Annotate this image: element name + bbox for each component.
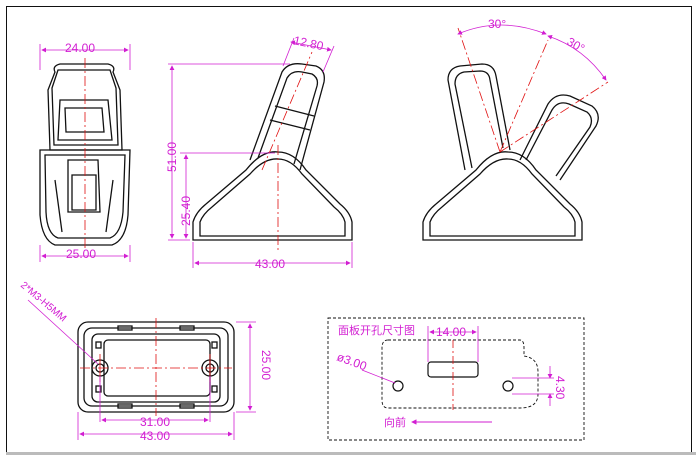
bottom-dim-width <box>77 412 235 440</box>
side-dim-height-total <box>168 63 290 241</box>
side-head-label: 12.80 <box>292 33 325 53</box>
cutout-hole-left <box>392 380 404 392</box>
cutout-title: 面板开孔尺寸图 <box>338 323 415 337</box>
side-width-label: 43.00 <box>255 257 285 271</box>
cutout-slot-width-label: 14.00 <box>436 325 466 339</box>
cutout-hole-right <box>502 380 514 392</box>
bottom-hole-spacing-label: 31.00 <box>140 415 170 429</box>
bottom-dim-height <box>236 321 256 413</box>
tilt-centerline-left <box>457 27 501 153</box>
screw-leader <box>27 299 99 365</box>
front-dim-bottom <box>39 245 131 262</box>
tilt-centerline-right <box>499 81 609 153</box>
cutout-dim-slot <box>427 326 479 362</box>
bottom-width-label: 43.00 <box>140 429 170 443</box>
screw-note-label: 2*M3-H5MM <box>18 280 68 325</box>
side-dim-height-base <box>180 152 275 239</box>
cutout-direction-label: 向前 <box>384 415 406 429</box>
tilt-view <box>422 63 599 241</box>
front-dim-top <box>39 44 131 70</box>
side-view <box>192 63 353 241</box>
tilt-angle-right-label: 30° <box>565 34 588 55</box>
front-view <box>39 63 131 246</box>
cutout-dim-height <box>512 366 554 406</box>
front-width-top-label: 24.00 <box>65 41 95 55</box>
side-height-base-label: 25.40 <box>179 196 193 226</box>
side-height-total-label: 51.00 <box>165 142 179 172</box>
front-width-bottom-label: 25.00 <box>66 247 96 261</box>
bottom-height-label: 25.00 <box>259 350 273 380</box>
cutout-frame <box>327 317 585 441</box>
frame-shadow <box>6 452 696 455</box>
tilt-centerline-mid <box>499 39 549 153</box>
side-dim-width <box>192 242 353 268</box>
side-dim-head <box>282 37 335 73</box>
cutout-slot-height-label: 4.30 <box>553 376 567 400</box>
side-centerline <box>261 51 313 171</box>
cutout-hole-dia-label: ø3.00 <box>335 350 369 374</box>
hole-leader <box>361 369 396 384</box>
cutout-outline <box>381 339 539 409</box>
tilt-arc-right <box>547 34 607 81</box>
bottom-dim-hole-spacing <box>99 376 211 423</box>
tilt-angle-left-label: 30° <box>488 17 506 31</box>
tilt-arc-left <box>457 24 547 35</box>
